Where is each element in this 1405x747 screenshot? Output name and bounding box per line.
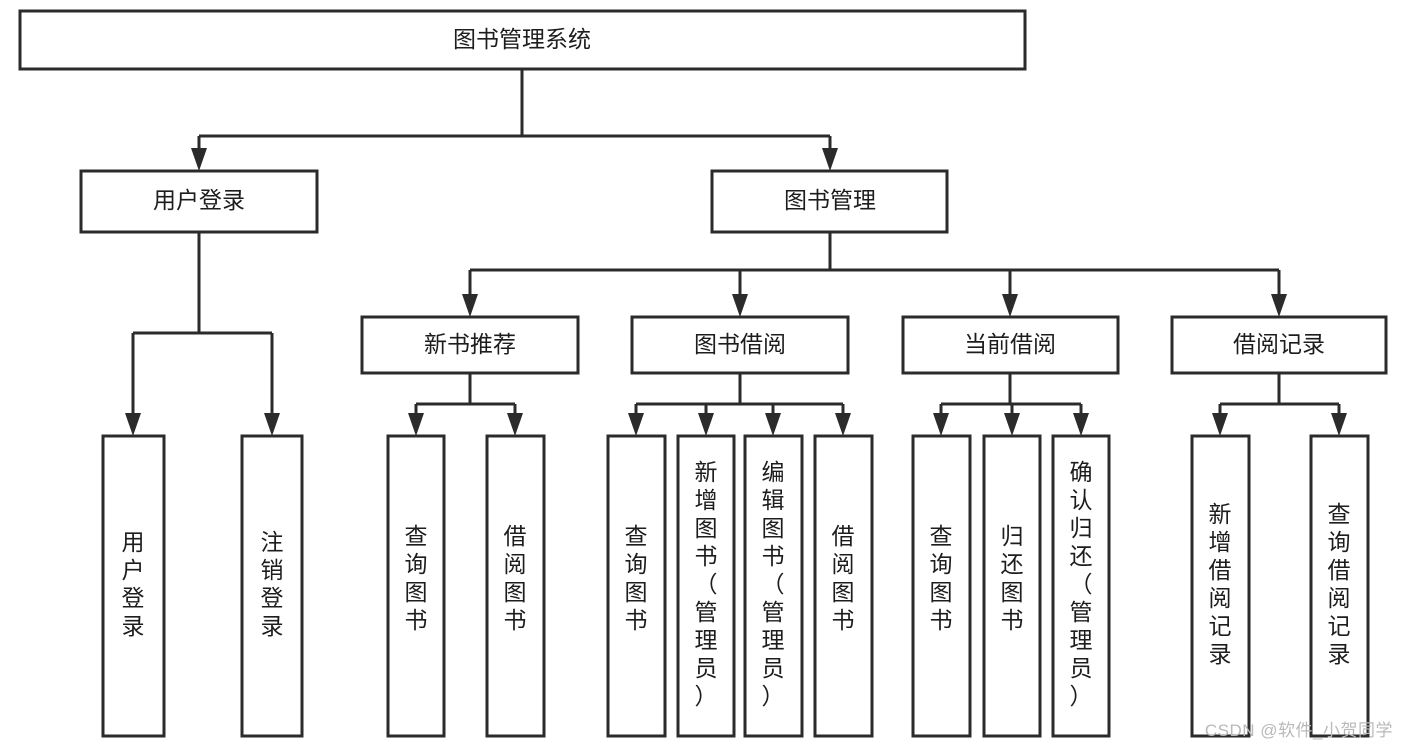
node-leaf-query-book-recommend[interactable]: 查询图书 xyxy=(386,434,446,738)
node-leaf-add-book-admin-box[interactable] xyxy=(676,434,736,738)
connector-borrowrecords-to-leaves xyxy=(1218,373,1341,423)
arrowhead-to-leaf-borrow-book xyxy=(835,413,851,436)
node-user-login-label: 用户登录 xyxy=(153,187,245,213)
node-book-management[interactable]: 图书管理 xyxy=(710,169,949,234)
arrowhead-to-leaf-query-book-borrow xyxy=(628,413,644,436)
node-new-book-recommend[interactable]: 新书推荐 xyxy=(360,315,580,375)
connector-bookborrow-to-leaves xyxy=(634,373,845,423)
node-leaf-user-login[interactable]: 用户登录 xyxy=(101,434,166,738)
arrowhead-to-leaf-user-login xyxy=(125,413,141,436)
arrowhead-to-borrow-records xyxy=(1271,294,1287,317)
arrowhead-to-new-book-recommend xyxy=(462,294,478,317)
arrowhead-to-leaf-confirm-return-admin xyxy=(1073,413,1089,436)
node-leaf-query-borrow-record-label: 查询借阅记录 xyxy=(1328,501,1351,667)
node-leaf-confirm-return-admin[interactable]: 确认归还（管理员） xyxy=(1051,434,1111,738)
connector-recommend-to-leaves xyxy=(414,373,517,423)
node-leaf-edit-book-admin-box[interactable] xyxy=(743,434,804,738)
node-leaf-borrow-book-label: 借阅图书 xyxy=(832,523,855,633)
node-leaf-query-book-current[interactable]: 查询图书 xyxy=(911,434,972,738)
node-root[interactable]: 图书管理系统 xyxy=(18,9,1027,71)
node-leaf-query-book-recommend-label: 查询图书 xyxy=(405,523,428,633)
node-leaf-edit-book-admin-label: 编辑图书（管理员） xyxy=(762,459,785,709)
arrowhead-to-book-borrow xyxy=(732,294,748,317)
node-leaf-query-book-borrow[interactable]: 查询图书 xyxy=(606,434,667,738)
node-leaf-edit-book-admin[interactable]: 编辑图书（管理员） xyxy=(743,434,804,738)
arrowhead-to-leaf-borrow-book-recommend xyxy=(507,413,523,436)
node-leaf-return-book-box[interactable] xyxy=(982,434,1042,738)
node-leaf-user-login-box[interactable] xyxy=(101,434,166,738)
node-leaf-query-book-borrow-label: 查询图书 xyxy=(625,523,648,633)
arrowhead-to-leaf-return-book xyxy=(1004,413,1020,436)
node-leaf-user-login-label: 用户登录 xyxy=(122,529,145,639)
node-root-box[interactable] xyxy=(18,9,1027,71)
node-root-label: 图书管理系统 xyxy=(453,26,591,52)
node-leaf-logout-label: 注销登录 xyxy=(261,529,284,639)
node-leaf-query-book-recommend-box[interactable] xyxy=(386,434,446,738)
node-leaf-query-borrow-record-box[interactable] xyxy=(1309,434,1370,738)
node-leaf-borrow-book-box[interactable] xyxy=(813,434,874,738)
node-leaf-query-book-current-box[interactable] xyxy=(911,434,972,738)
node-current-borrow-label: 当前借阅 xyxy=(964,331,1056,357)
node-user-login[interactable]: 用户登录 xyxy=(79,169,319,234)
arrowhead-to-user-login xyxy=(191,148,207,171)
node-new-book-recommend-box[interactable] xyxy=(360,315,580,375)
node-book-management-label: 图书管理 xyxy=(784,187,876,213)
node-book-borrow[interactable]: 图书借阅 xyxy=(630,315,850,375)
arrowhead-to-leaf-query-book-current xyxy=(933,413,949,436)
node-leaf-borrow-book[interactable]: 借阅图书 xyxy=(813,434,874,738)
node-leaf-add-borrow-record-box[interactable] xyxy=(1190,434,1251,738)
node-user-login-box[interactable] xyxy=(79,169,319,234)
arrowhead-to-leaf-edit-book-admin xyxy=(765,413,781,436)
arrowhead-to-leaf-query-borrow-record xyxy=(1331,413,1347,436)
node-new-book-recommend-label: 新书推荐 xyxy=(424,331,516,357)
arrowhead-to-leaf-logout xyxy=(264,413,280,436)
node-book-management-box[interactable] xyxy=(710,169,949,234)
node-borrow-records-label: 借阅记录 xyxy=(1233,331,1325,357)
node-leaf-borrow-book-recommend-box[interactable] xyxy=(485,434,546,738)
arrowhead-to-book-management xyxy=(822,148,838,171)
node-leaf-add-borrow-record-label: 新增借阅记录 xyxy=(1209,501,1232,667)
node-leaf-logout-box[interactable] xyxy=(240,434,304,738)
connector-userlogin-to-leaves xyxy=(131,232,274,423)
node-leaf-return-book-label: 归还图书 xyxy=(1001,523,1024,633)
node-leaf-add-borrow-record[interactable]: 新增借阅记录 xyxy=(1190,434,1251,738)
connector-root-to-level1 xyxy=(197,69,832,158)
node-current-borrow[interactable]: 当前借阅 xyxy=(901,315,1120,375)
connector-bookmgmt-to-level2 xyxy=(468,232,1281,304)
node-leaf-query-book-current-label: 查询图书 xyxy=(930,523,953,633)
arrowhead-to-current-borrow xyxy=(1002,294,1018,317)
arrowhead-to-leaf-add-book-admin xyxy=(698,413,714,436)
node-leaf-confirm-return-admin-box[interactable] xyxy=(1051,434,1111,738)
node-leaf-add-book-admin[interactable]: 新增图书（管理员） xyxy=(676,434,736,738)
node-leaf-query-borrow-record[interactable]: 查询借阅记录 xyxy=(1309,434,1370,738)
connectors-layer xyxy=(125,69,1347,436)
node-leaf-query-book-borrow-box[interactable] xyxy=(606,434,667,738)
node-leaf-logout[interactable]: 注销登录 xyxy=(240,434,304,738)
arrowhead-to-leaf-add-borrow-record xyxy=(1212,413,1228,436)
node-borrow-records-box[interactable] xyxy=(1170,315,1388,375)
node-leaf-borrow-book-recommend[interactable]: 借阅图书 xyxy=(485,434,546,738)
node-current-borrow-box[interactable] xyxy=(901,315,1120,375)
node-leaf-return-book[interactable]: 归还图书 xyxy=(982,434,1042,738)
node-book-borrow-box[interactable] xyxy=(630,315,850,375)
node-leaf-borrow-book-recommend-label: 借阅图书 xyxy=(504,523,527,633)
arrowhead-to-leaf-query-book-recommend xyxy=(408,413,424,436)
node-leaf-add-book-admin-label: 新增图书（管理员） xyxy=(695,459,718,709)
node-leaf-confirm-return-admin-label: 确认归还（管理员） xyxy=(1070,459,1093,709)
node-borrow-records[interactable]: 借阅记录 xyxy=(1170,315,1388,375)
node-book-borrow-label: 图书借阅 xyxy=(694,331,786,357)
